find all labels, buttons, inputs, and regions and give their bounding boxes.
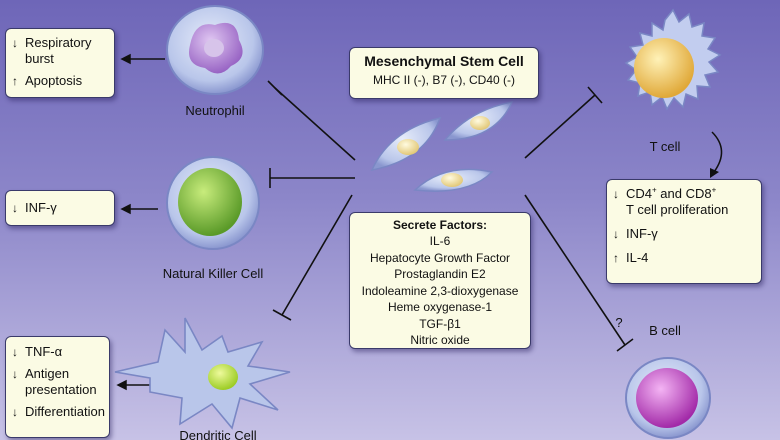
effect-row: ↓ INF-γ xyxy=(611,226,757,242)
effect-text: INF-γ xyxy=(25,200,57,215)
bcell-label: B cell xyxy=(649,323,681,338)
inhibit-bcell-line xyxy=(524,194,626,346)
effect-row: ↓ Respiratory burst xyxy=(10,35,110,67)
dendritic-cell xyxy=(114,317,291,430)
dendritic-effect-box: ↓ TNF-α ↓ Antigen presentation ↓ Differenti… xyxy=(5,336,110,438)
down-arrow-icon: ↓ xyxy=(12,201,18,215)
msc-markers: MHC II (-), B7 (-), CD40 (-) xyxy=(373,73,515,87)
secrete-item: Nitric oxide xyxy=(410,333,470,347)
superscript-plus: + xyxy=(652,185,657,195)
up-arrow-icon: ↑ xyxy=(613,251,619,265)
down-arrow-icon: ↓ xyxy=(613,227,619,241)
secrete-item: IL-6 xyxy=(429,234,451,248)
secrete-item: Hepatocyte Growth Factor xyxy=(369,250,511,265)
effect-row: ↓ Antigen presentation xyxy=(10,366,105,398)
nk-cell-label: Natural Killer Cell xyxy=(162,266,264,281)
effect-row: ↓ INF-γ xyxy=(10,200,110,216)
effect-text: Differentiation xyxy=(25,404,105,419)
secrete-item: TGF-β1 xyxy=(419,316,461,331)
up-arrow-icon: ↑ xyxy=(12,74,18,88)
nk-effect-box: ↓ INF-γ xyxy=(5,190,115,226)
effect-text: IL-4 xyxy=(626,250,649,265)
superscript-plus: + xyxy=(711,185,717,195)
inhibit-tcell-line xyxy=(524,94,596,159)
bcell-question-mark: ? xyxy=(615,315,623,330)
tcell-label: T cell xyxy=(649,139,681,154)
msc-cells xyxy=(370,100,514,192)
neutrophil-cell xyxy=(166,5,264,95)
nk-cell xyxy=(166,156,260,250)
tcell-curved-arrow xyxy=(711,131,723,173)
secrete-item: Prostaglandin E2 xyxy=(394,267,486,281)
down-arrow-icon: ↓ xyxy=(12,367,18,381)
secrete-title: Secrete Factors: xyxy=(392,218,488,232)
down-arrow-icon: ↓ xyxy=(12,405,18,419)
secrete-item: Heme oxygenase-1 xyxy=(387,300,493,314)
effect-row: ↑ IL-4 xyxy=(611,250,757,266)
effect-text: Antigen presentation xyxy=(25,366,97,397)
dendritic-cell-label: Dendritic Cell xyxy=(179,428,257,440)
bcell xyxy=(625,357,711,439)
effect-text: Apoptosis xyxy=(25,73,83,88)
effect-text: and CD8 xyxy=(656,186,712,201)
inhibit-dendritic-line xyxy=(281,194,353,316)
effect-row: ↓ TNF-α xyxy=(10,344,105,360)
down-arrow-icon: ↓ xyxy=(613,187,619,201)
down-arrow-icon: ↓ xyxy=(12,36,18,50)
neutrophil-effect-box: ↓ Respiratory burst ↑ Apoptosis xyxy=(5,28,115,98)
effect-row: ↓ Differentiation xyxy=(10,404,105,420)
tcell xyxy=(624,8,722,111)
tcell-effect-box: ↓CD4+ and CD8+ T cell proliferation ↓INF… xyxy=(606,179,762,284)
neutrophil-label: Neutrophil xyxy=(185,103,245,118)
effect-text: TNF-α xyxy=(25,344,63,359)
effect-text: CD4 xyxy=(626,186,653,201)
effect-text: Respiratory burst xyxy=(25,35,92,66)
effect-row: ↓CD4+ and CD8+ xyxy=(611,186,757,202)
effect-text: T cell proliferation xyxy=(626,202,729,217)
secrete-factors-box: Secrete Factors: IL-6 Hepatocyte Growth … xyxy=(349,212,531,349)
inhibition-lines xyxy=(267,80,634,352)
inhibit-neutrophil-line xyxy=(274,87,356,161)
effect-arrows xyxy=(116,53,165,391)
msc-title: Mesenchymal Stem Cell xyxy=(364,53,524,69)
msc-title-box: Mesenchymal Stem Cell MHC II (-), B7 (-)… xyxy=(349,47,539,99)
down-arrow-icon: ↓ xyxy=(12,345,18,359)
effect-row: ↑ Apoptosis xyxy=(10,73,110,89)
secrete-item: Indoleamine 2,3-dioxygenase xyxy=(361,283,519,298)
effect-text: INF-γ xyxy=(626,226,658,241)
effect-row-continued: T cell proliferation xyxy=(611,202,757,218)
